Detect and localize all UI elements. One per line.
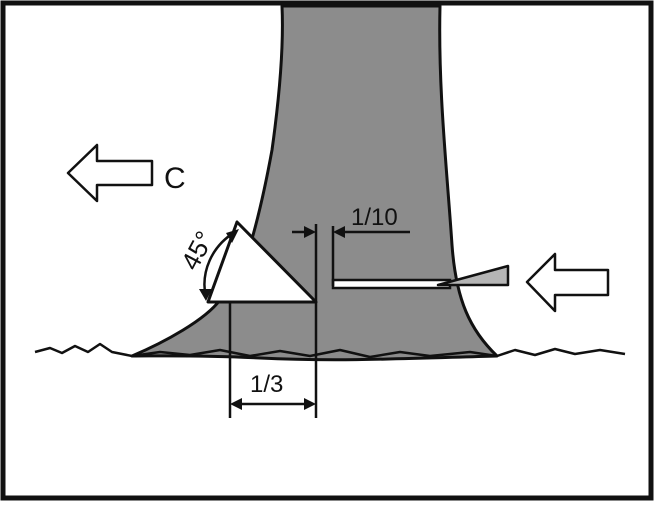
notch-depth-label: 1/3	[250, 371, 283, 398]
left-arrow-icon	[66, 143, 154, 203]
hinge-arrowhead-left	[304, 226, 316, 238]
notch-arrowhead-left	[230, 398, 242, 410]
angle-arrowhead-top	[226, 229, 239, 243]
fall-direction-label: C	[164, 162, 186, 195]
hinge-arrowhead-right	[333, 226, 345, 238]
push-arrow-icon	[525, 252, 610, 313]
angle-arrowhead-bottom	[199, 289, 212, 301]
felling-wedge-icon	[436, 264, 510, 287]
ground-line	[34, 342, 626, 359]
felling-notch	[206, 220, 318, 304]
hinge-width-label: 1/10	[351, 204, 398, 231]
tree-trunk	[130, 4, 499, 362]
back-cut	[331, 278, 452, 290]
notch-arrowhead-right	[304, 398, 316, 410]
